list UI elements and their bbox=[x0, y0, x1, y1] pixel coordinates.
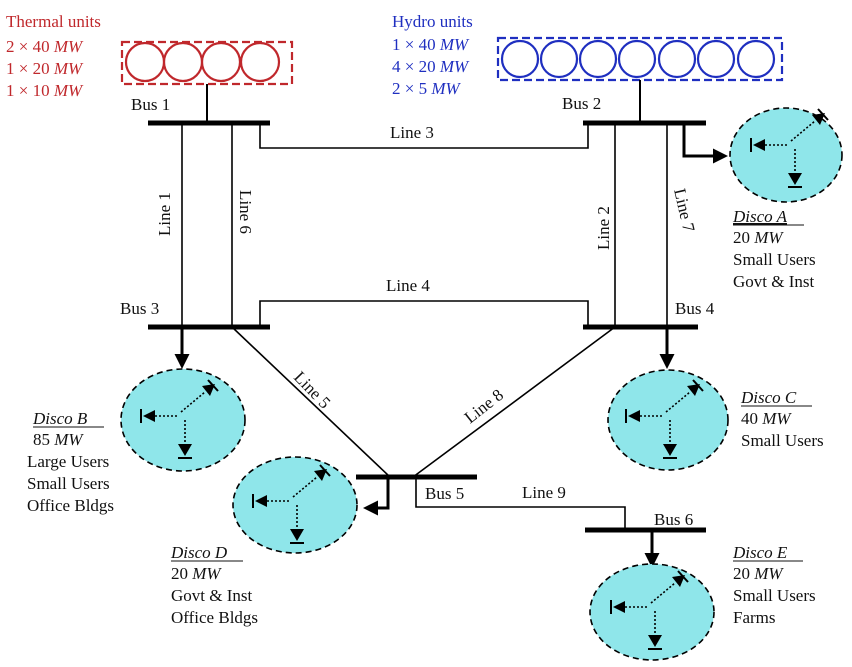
disco-a-user-2: Govt & Inst bbox=[733, 272, 815, 291]
disco-d-ellipse bbox=[232, 456, 358, 554]
disco-a-user-1: Small Users bbox=[733, 250, 816, 269]
disco-e-load bbox=[589, 563, 715, 661]
line-5 bbox=[231, 326, 391, 478]
line-8-label: Line 8 bbox=[461, 385, 507, 427]
thermal-row-2: 1 × 20 MW bbox=[6, 59, 84, 78]
feeder-disco-d bbox=[363, 477, 390, 516]
hydro-row-3: 2 × 5 MW bbox=[392, 79, 462, 98]
disco-d-user-1: Govt & Inst bbox=[171, 586, 253, 605]
line-1-label: Line 1 bbox=[155, 192, 174, 236]
hydro-generator-1 bbox=[500, 39, 540, 79]
hydro-generator-6 bbox=[696, 39, 736, 79]
disco-b-info: Disco B 85 MW Large Users Small Users Of… bbox=[27, 409, 114, 515]
disco-a-load bbox=[729, 107, 843, 203]
line-2-label: Line 2 bbox=[594, 206, 613, 250]
disco-a-mw: 20 MW bbox=[733, 228, 784, 247]
thermal-row-3: 1 × 10 MW bbox=[6, 81, 84, 100]
disco-b-mw: 85 MW bbox=[33, 430, 84, 449]
disco-c-name: Disco C bbox=[740, 388, 797, 407]
disco-b-user-3: Office Bldgs bbox=[27, 496, 114, 515]
hydro-generator-4 bbox=[617, 39, 657, 79]
disco-c-load bbox=[607, 369, 729, 471]
disco-c-mw: 40 MW bbox=[741, 409, 792, 428]
disco-e-mw: 20 MW bbox=[733, 564, 784, 583]
bus-3-label: Bus 3 bbox=[120, 299, 159, 318]
disco-d-load bbox=[232, 456, 358, 554]
disco-d-info: Disco D 20 MW Govt & Inst Office Bldgs bbox=[170, 543, 258, 627]
hydro-generator-5 bbox=[657, 39, 697, 79]
thermal-generator-2 bbox=[162, 41, 204, 83]
hydro-units-group: Hydro units 1 × 40 MW 4 × 20 MW 2 × 5 MW bbox=[392, 12, 784, 123]
disco-e-ellipse bbox=[589, 563, 715, 661]
thermal-units-group: Thermal units 2 × 40 MW 1 × 20 MW 1 × 10… bbox=[6, 12, 294, 123]
disco-e-info: Disco E 20 MW Small Users Farms bbox=[732, 543, 816, 627]
transmission-lines bbox=[181, 123, 668, 530]
disco-b-load bbox=[120, 368, 246, 472]
line-7-label: Line 7 bbox=[670, 187, 699, 235]
disco-b-user-1: Large Users bbox=[27, 452, 109, 471]
disco-b-ellipse bbox=[120, 368, 246, 472]
hydro-row-1: 1 × 40 MW bbox=[392, 35, 470, 54]
disco-d-user-2: Office Bldgs bbox=[171, 608, 258, 627]
disco-a-name: Disco A bbox=[732, 207, 788, 226]
thermal-generator-1 bbox=[124, 41, 166, 83]
disco-e-user-2: Farms bbox=[733, 608, 776, 627]
busbars bbox=[148, 120, 706, 533]
bus-1-label: Bus 1 bbox=[131, 95, 170, 114]
hydro-title: Hydro units bbox=[392, 12, 473, 31]
feeder-disco-a bbox=[682, 123, 728, 164]
disco-d-mw: 20 MW bbox=[171, 564, 222, 583]
thermal-title: Thermal units bbox=[6, 12, 101, 31]
line-8 bbox=[412, 326, 616, 478]
hydro-generator-7 bbox=[736, 39, 776, 79]
line-5-label: Line 5 bbox=[290, 368, 334, 413]
line-3-label: Line 3 bbox=[390, 123, 434, 142]
disco-b-user-2: Small Users bbox=[27, 474, 110, 493]
thermal-row-1: 2 × 40 MW bbox=[6, 37, 84, 56]
line-6-label: Line 6 bbox=[236, 190, 255, 234]
hydro-generator-2 bbox=[539, 39, 579, 79]
line-4 bbox=[259, 300, 589, 327]
disco-c-ellipse bbox=[607, 369, 729, 471]
disco-e-name: Disco E bbox=[732, 543, 788, 562]
line-9-label: Line 9 bbox=[522, 483, 566, 502]
disco-d-name: Disco D bbox=[170, 543, 228, 562]
line-9 bbox=[415, 477, 626, 530]
bus-2-label: Bus 2 bbox=[562, 94, 601, 113]
disco-a-info: Disco A 20 MW Small Users Govt & Inst bbox=[732, 207, 816, 291]
disco-a-ellipse bbox=[729, 107, 843, 203]
disco-e-user-1: Small Users bbox=[733, 586, 816, 605]
thermal-units-box bbox=[120, 40, 294, 86]
line-3 bbox=[259, 123, 589, 149]
hydro-generator-3 bbox=[578, 39, 618, 79]
disco-c-info: Disco C 40 MW Small Users bbox=[740, 388, 824, 450]
load-feeders bbox=[174, 123, 728, 568]
hydro-row-2: 4 × 20 MW bbox=[392, 57, 470, 76]
disco-c-user-1: Small Users bbox=[741, 431, 824, 450]
bus-6-label: Bus 6 bbox=[654, 510, 693, 529]
thermal-generator-4 bbox=[239, 41, 281, 83]
bus-5-label: Bus 5 bbox=[425, 484, 464, 503]
thermal-generator-3 bbox=[200, 41, 242, 83]
disco-b-name: Disco B bbox=[32, 409, 88, 428]
bus-4-label: Bus 4 bbox=[675, 299, 715, 318]
line-4-label: Line 4 bbox=[386, 276, 430, 295]
